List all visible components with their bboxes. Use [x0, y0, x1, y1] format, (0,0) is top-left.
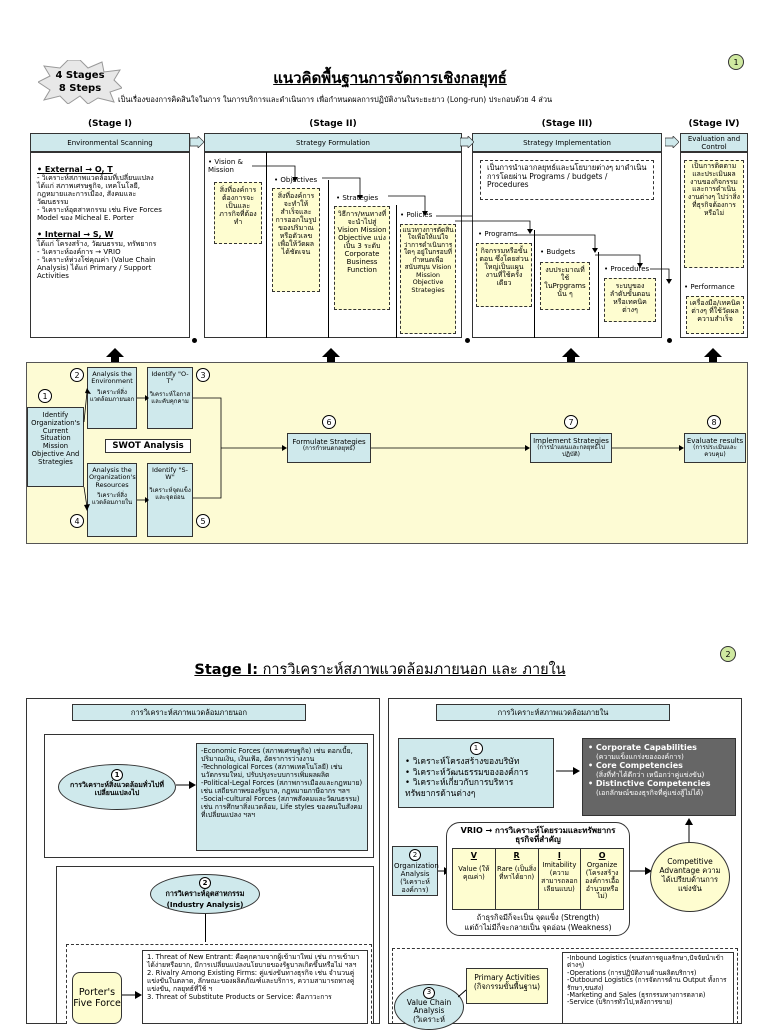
vrio-title: VRIO → การวิเคราะห์โดยรวมและทรัพยากรธุรก…: [460, 826, 616, 845]
arrow-right-icon: [122, 991, 142, 999]
page-number-1: 1: [728, 54, 744, 70]
internal-analysis-list: 1 • วิเคราะห์โครงสร้างของบริษัท • วิเครา…: [398, 738, 554, 808]
porter-list: 1. Threat of New Entrant: คือคุกคามจากผู…: [142, 950, 368, 1024]
org-analysis-box: 2 Organization Analysis (วิเคราะห์องค์กา…: [392, 846, 439, 896]
page1-subtitle: เป็นเรื่องของการคิดสินใจในการ ในการบริกา…: [118, 95, 553, 104]
vision-desc: สิ่งที่องค์การต้องการจะเป็นและภารกิจที่ต…: [214, 182, 262, 244]
step-number: 2: [70, 368, 84, 382]
stage1-label: (Stage I): [87, 119, 133, 129]
step-number: 1: [38, 389, 52, 403]
step-number: 3: [196, 368, 210, 382]
page2-title: Stage I: การวิเคราะห์สภาพแวดล้อมภายนอก แ…: [194, 662, 566, 678]
arrow-right-icon: [190, 136, 204, 148]
evaluate-results-box: Evaluate results (การประเมินและควบคุม): [684, 433, 746, 463]
starburst-icon: [38, 60, 122, 104]
budgets-label: • Budgets: [540, 248, 576, 256]
analysis-environment-box: Analysis the Environment วิเคราะห์สิ่งแว…: [87, 367, 137, 429]
value-chain-oval: 3 Value Chain Analysis (วิเคราะห์: [394, 984, 464, 1030]
step-number: 4: [70, 514, 84, 528]
programs-label: • Programs: [478, 230, 518, 238]
strategies-desc: วิธีการ/หนทางที่จะนำไปสู่ Vision Mission…: [334, 206, 390, 310]
performance-desc: เครื่องมือ/เทคนิคต่างๆ ที่ใช้วัดผลความสำ…: [686, 296, 744, 334]
implementation-connectors: [455, 220, 672, 284]
external-header: การวิเคราะห์สภาพแวดล้อมภายนอก: [72, 704, 306, 721]
policies-label: • Policies: [400, 211, 433, 219]
impl-desc: เป็นการนำเอากลยุทธ์และนโยบายต่างๆ มาดำเน…: [480, 160, 654, 200]
external-lines: - วิเคราะห์สภาพแวดล้อมที่เปลี่ยนแปลง ได้…: [37, 174, 162, 223]
capabilities-box: • Corporate Capabilities (ความแข็งแกร่งข…: [582, 738, 736, 816]
stage3-label: (Stage III): [541, 119, 593, 129]
vrio-note-strength: ถ้าธุรกิจมีก็จะเป็น จุดแข็ง (Strength): [476, 913, 600, 922]
general-env-oval: 1 การวิเคราะห์สิ่งแวดล้อมทั่วไปที่เปลี่ย…: [58, 764, 176, 810]
internal-header: การวิเคราะห์สภาพแวดล้อมภายใน: [436, 704, 670, 721]
internal-lines: ได้แก่ โครงสร้าง, วัฒนธรรม, ทรัพยากร - ว…: [37, 239, 157, 280]
external-title: • External → O, T: [37, 165, 113, 174]
industry-box: [56, 866, 374, 1024]
stage4-label: (Stage IV): [688, 119, 740, 129]
arrow-right-icon: [630, 867, 652, 875]
porter-label: Porter's Five Force: [72, 972, 122, 1024]
objectives-label: • Objectives: [274, 176, 318, 184]
step-number: 6: [322, 415, 336, 429]
general-env-box: [44, 734, 374, 858]
arrow-right-icon: [460, 136, 474, 148]
performance-label: • Performance: [684, 283, 735, 291]
forces-list: -Economic Forces (สภาพเศรษฐกิจ) เช่น ดอก…: [196, 743, 368, 851]
competitive-advantage-circle: Competitive Advantage ความได้เปรียบด้านก…: [650, 842, 730, 912]
vrio-note-weakness: แต่ถ้าไม่มีก็จะกลายเป็น จุดอ่อน (Weaknes…: [464, 923, 612, 932]
scan-panel: • External → O, T - วิเคราะห์สภาพแวดล้อม…: [30, 152, 190, 338]
vision-label: • Vision & Mission: [208, 158, 243, 175]
arrow-right-icon: [176, 781, 196, 789]
badge-line2: 8 Steps: [58, 82, 102, 94]
up-arrow-icon: [704, 348, 722, 364]
arrow-up-icon: [685, 818, 693, 842]
procedures-desc: ระบบของลำดับขั้นตอนหรือเทคนิคต่างๆ: [604, 278, 656, 322]
process-flow-panel: [26, 362, 748, 544]
up-arrow-icon: [106, 348, 124, 364]
stages-badge: 4 Stages 8 Steps: [38, 60, 122, 104]
page-number-2: 2: [720, 646, 736, 662]
up-arrow-icon: [562, 348, 580, 364]
objectives-desc: สิ่งที่องค์การจะทำให้สำเร็จและการออกในรู…: [272, 188, 320, 292]
up-arrow-icon: [322, 348, 340, 364]
procedures-label: • Procedures: [604, 265, 650, 273]
step-number: 5: [196, 514, 210, 528]
step-number: 7: [564, 415, 578, 429]
policies-desc: แนวทางการตัดสินใจเพื่อให้แน่ใจว่าการดำเน…: [400, 224, 456, 334]
analysis-resources-box: Analysis the Organization's Resources วิ…: [87, 463, 137, 537]
stage4-header: Evaluation and Control: [680, 133, 748, 152]
industry-oval: 2 การวิเคราะห์อุตสาหกรรม (Industry Analy…: [150, 874, 260, 914]
stage1-header: Environmental Scanning: [30, 133, 190, 152]
page1-title: แนวคิดพื้นฐานการจัดการเชิงกลยุทธ์: [273, 69, 507, 87]
formulate-strategies-box: Formulate Strategies (การกำหนดกลยุทธ์): [287, 433, 371, 463]
value-chain-area: [392, 948, 738, 1024]
stage3-header: Strategy Implementation: [472, 133, 662, 152]
internal-title: • Internal → S, W: [37, 230, 114, 240]
arrow-right-icon: [556, 767, 580, 775]
stage2-header: Strategy Formulation: [204, 133, 462, 152]
programs-desc: กิจกรรมหรือขั้นตอน ซึ่งโดยส่วนใหญ่เป็นแผ…: [476, 243, 532, 307]
primary-activities-box: Primary Activities (กิจกรรมขั้นพื้นฐาน): [466, 968, 548, 1004]
primary-activities-list: -Inbound Logistics (ขนส่งการดูแลรักษา,ปั…: [562, 952, 734, 1024]
implement-strategies-box: Implement Strategies (การนำแผนและกลยุทธ์…: [530, 433, 612, 463]
flow-connectors: [83, 388, 684, 511]
step-number: 8: [707, 415, 721, 429]
arrow-right-icon: [665, 136, 679, 148]
badge-line1: 4 Stages: [55, 70, 105, 81]
identify-situation-box: Identify Organization's Current Situatio…: [27, 407, 84, 487]
swot-label: SWOT Analysis: [105, 439, 191, 453]
arrow-icon: [458, 989, 467, 998]
eval-desc: เป็นการติดตามและประเมินผลงานของกิจกรรมแล…: [684, 160, 744, 268]
stage2-label: (Stage II): [309, 119, 357, 129]
budgets-desc: งบประมาณที่ใช้ในPrograms นั้น ๆ: [540, 262, 590, 310]
